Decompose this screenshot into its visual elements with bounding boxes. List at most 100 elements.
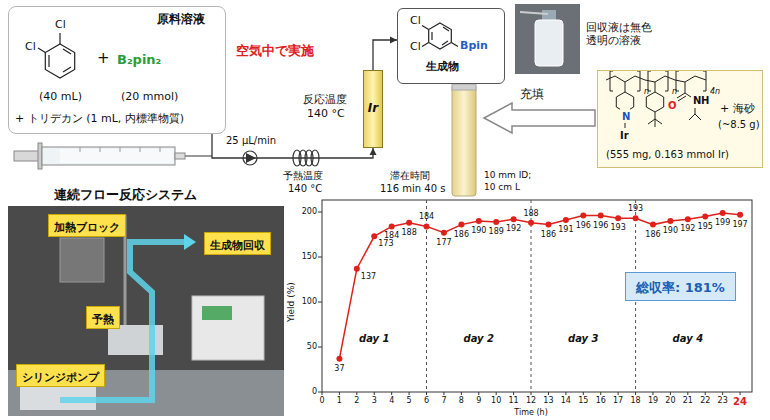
polymer-box: NIrONHnn4n+ 海砂(~8.5 g)(555 mg, 0.163 mmo…	[597, 70, 763, 168]
axis-tick-label: 13	[543, 396, 553, 405]
pyridine-ring	[616, 92, 633, 107]
axis-tick-label: 150	[302, 252, 317, 261]
period-label: day 4	[673, 333, 704, 345]
axis-title: Yield (%)	[286, 282, 296, 322]
data-point	[720, 210, 726, 216]
x-tick	[322, 392, 323, 395]
reagent-formula: B₂pin₂	[117, 53, 161, 68]
flow-rate: 25 µL/min	[226, 135, 276, 147]
parameter-name: 予熱温度	[283, 170, 323, 182]
chem-label: 生成物	[426, 61, 459, 74]
bench	[8, 370, 284, 416]
axis-tick-label: 3	[372, 396, 377, 405]
chem-label: Cl	[410, 41, 421, 54]
bracket	[703, 71, 706, 91]
x-tick	[670, 392, 671, 395]
node-text: 総収率: 181%	[636, 280, 725, 295]
connector-line	[212, 134, 373, 158]
data-point	[667, 218, 673, 224]
data-point	[441, 230, 447, 236]
node-text: Cl	[410, 15, 421, 28]
y-tick	[318, 212, 322, 213]
x-ticks	[322, 392, 740, 395]
axis-tick-label: 24	[733, 396, 747, 408]
bond	[655, 119, 662, 124]
x-tick	[374, 392, 375, 395]
bond	[625, 123, 626, 128]
x-tick	[565, 392, 566, 395]
needle	[185, 155, 212, 157]
controller-screen	[202, 306, 232, 320]
liquid	[60, 149, 173, 163]
system-photo	[8, 206, 284, 416]
bond	[38, 48, 45, 53]
polymer-structure	[606, 71, 706, 128]
period-label: day 3	[568, 333, 599, 345]
data-point	[476, 218, 482, 224]
data-point	[528, 220, 534, 226]
x-tick	[740, 392, 741, 395]
bracket	[665, 71, 668, 91]
chem-label: (555 mg, 0.163 mmol Ir)	[606, 149, 729, 161]
x-tick	[531, 392, 532, 395]
chem-label: Cl	[55, 19, 66, 32]
graduation	[160, 147, 161, 152]
axis-tick-label: 5	[407, 396, 412, 405]
bond	[648, 119, 655, 124]
bracket	[637, 71, 640, 91]
flow-arrowhead	[184, 234, 196, 250]
x-tick	[391, 392, 392, 395]
benzene-ring	[45, 44, 74, 78]
data-label: 191	[558, 225, 573, 234]
bottle-photo	[515, 4, 580, 74]
arrowhead	[370, 148, 377, 155]
data-label: 196	[576, 221, 591, 230]
axis-tick-label: 12	[526, 396, 536, 405]
graduation	[120, 147, 121, 152]
data-label: 173	[378, 239, 393, 248]
arrowhead	[390, 37, 397, 44]
bracket	[610, 71, 613, 91]
bond	[625, 82, 626, 92]
polymer-box-fill	[597, 70, 762, 168]
data-label: 193	[628, 204, 643, 213]
y-tick	[318, 257, 322, 258]
axis-tick-label: 18	[630, 396, 640, 405]
node-text: N	[622, 111, 630, 123]
data-label: 197	[732, 220, 747, 229]
data-label: 192	[506, 224, 521, 233]
axis-tick-label: 11	[509, 396, 519, 405]
backbone	[606, 76, 706, 82]
bond	[630, 107, 634, 109]
chem-label: (~8.5 g)	[718, 119, 760, 131]
axis-tick-label: 20	[665, 396, 675, 405]
flow-connector	[212, 134, 377, 158]
flow-arrow	[130, 242, 184, 250]
x-tick	[652, 392, 653, 395]
data-point	[493, 219, 499, 225]
node-text: 連続フロー反応システム	[54, 188, 197, 203]
axis-tick-label: 21	[683, 396, 693, 405]
x-tick	[600, 392, 601, 395]
bond	[422, 26, 429, 30]
graduation	[100, 147, 101, 152]
chem-label: O	[668, 100, 677, 112]
data-point	[371, 233, 377, 239]
data-point	[406, 220, 412, 226]
product-box: ClClBpin生成物	[397, 8, 505, 84]
bond	[655, 112, 656, 119]
axis-tick-label: 17	[613, 396, 623, 405]
bond	[451, 43, 458, 47]
axis-tick-label: 100	[302, 297, 317, 306]
axis-tick-label: 19	[648, 396, 658, 405]
bond	[655, 119, 656, 127]
data-label: 196	[593, 221, 608, 230]
node-text: 原料溶液	[157, 13, 205, 27]
axis-tick-label: 10	[491, 396, 501, 405]
y-tick	[318, 347, 322, 348]
tubing	[520, 12, 548, 14]
node-text: シリンジポンプ	[22, 371, 99, 384]
axis-tick-label: 1	[337, 396, 342, 405]
node-text: 加熱ブロック	[54, 221, 120, 234]
